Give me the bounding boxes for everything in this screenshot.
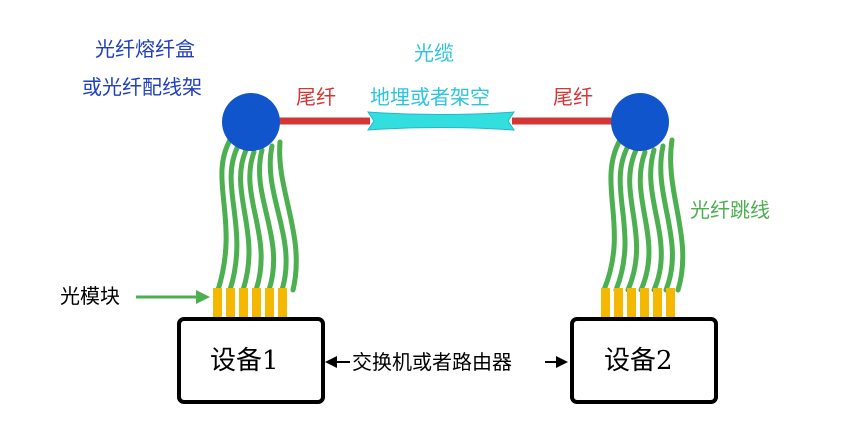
enclosure-label-line2: 或光纤配线架	[82, 75, 202, 99]
enclosure-node-right	[611, 93, 669, 151]
patch-cords-right	[601, 137, 686, 293]
optical-modules-left	[213, 288, 287, 318]
device2-label: 设备2	[604, 346, 673, 376]
module-pointer-arrowhead	[196, 290, 210, 304]
device1-box	[177, 317, 325, 404]
device-desc-label: 交换机或者路由器	[352, 350, 512, 374]
optical-modules-right	[601, 288, 675, 318]
enclosure-node-left	[222, 93, 280, 151]
fiber-cable-shape	[367, 111, 515, 131]
device-connection-arrows	[325, 356, 568, 368]
pigtail-left-label: 尾纤	[296, 85, 336, 109]
device1-label: 设备1	[210, 346, 279, 376]
optical-module-label: 光模块	[60, 284, 120, 308]
cable-title-label: 光缆	[414, 41, 454, 65]
cable-desc-label: 地埋或者架空	[370, 85, 490, 109]
patch-cords-left	[215, 137, 299, 293]
enclosure-label-line1: 光纤熔纤盒	[95, 37, 195, 61]
device2-box	[570, 317, 718, 404]
pigtail-right-label: 尾纤	[553, 85, 593, 109]
patch-cord-label: 光纤跳线	[690, 198, 770, 222]
